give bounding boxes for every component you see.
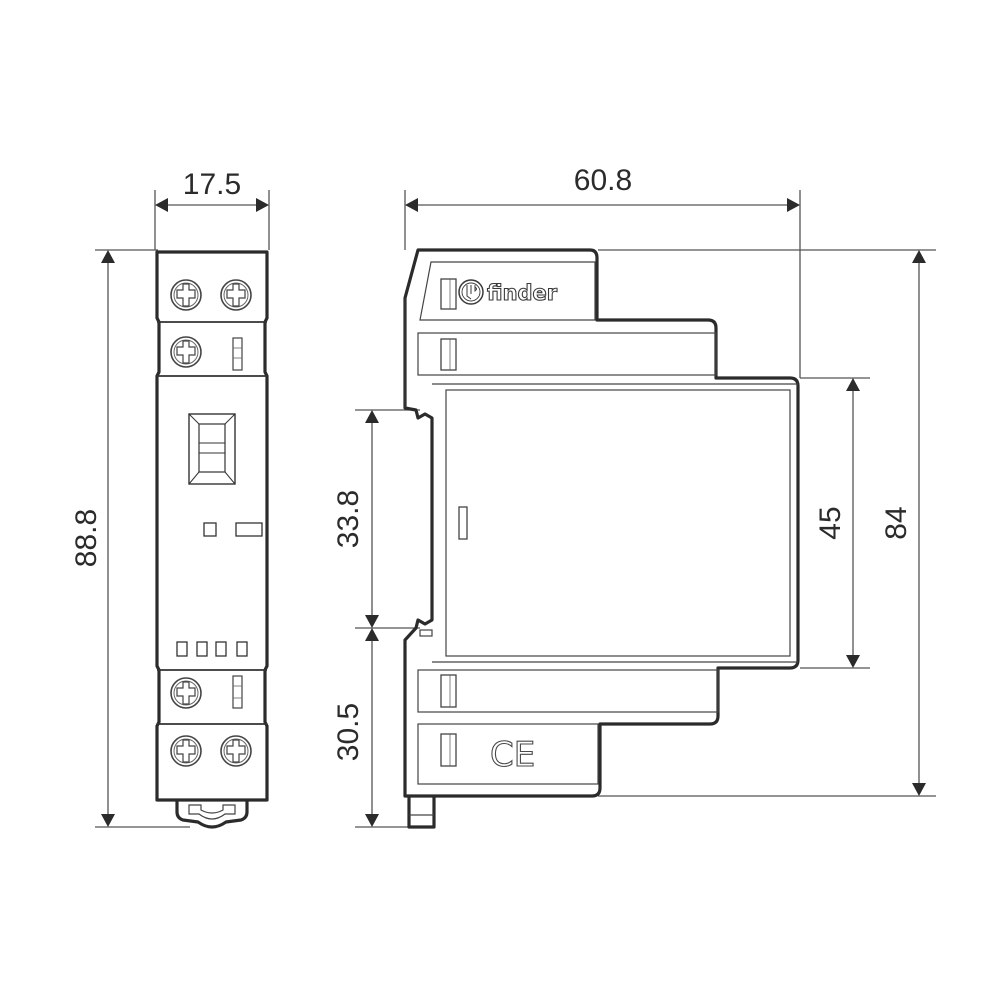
ce-mark: CE — [490, 735, 535, 775]
led-icon — [176, 641, 188, 657]
terminal-slot-icon — [440, 674, 457, 708]
indicator-square-icon — [203, 522, 217, 537]
front-width-label: 17.5 — [183, 168, 241, 201]
led-icon — [236, 641, 248, 657]
dimension-width-17-5: 17.5 — [154, 168, 270, 250]
front-face-height-label: 45 — [814, 506, 847, 539]
front-body — [155, 250, 269, 802]
terminal-screw-icon — [170, 735, 202, 767]
bottom-terminal-block — [170, 675, 252, 767]
rail-height-label: 33.8 — [332, 490, 365, 548]
terminal-screw-icon — [170, 336, 202, 368]
dimension-height-45: 45 — [800, 377, 870, 669]
side-view: 60.8 84 45 33.8 — [332, 164, 936, 829]
lower-height-label: 30.5 — [332, 703, 365, 761]
front-view: 17.5 88.8 — [70, 168, 270, 829]
dimension-width-60-8: 60.8 — [404, 164, 801, 378]
led-indicator-row — [176, 641, 248, 657]
terminal-screw-icon — [170, 279, 202, 311]
top-terminal-block — [170, 279, 252, 371]
side-width-label: 60.8 — [574, 164, 632, 197]
terminal-slot-icon — [440, 733, 457, 767]
terminal-screw-icon — [220, 279, 252, 311]
terminal-slot-icon — [440, 338, 457, 371]
finder-logo: finder — [458, 279, 558, 306]
led-icon — [196, 641, 208, 657]
brand-name: finder — [487, 281, 558, 305]
front-height-label: 88.8 — [70, 509, 103, 567]
terminal-slot-icon — [232, 675, 243, 709]
side-body-outline — [403, 248, 800, 829]
indicator-rect-icon — [235, 522, 263, 537]
led-icon — [215, 641, 227, 657]
side-height-label: 84 — [880, 506, 913, 539]
terminal-screw-icon — [170, 677, 202, 709]
dimension-height-88-8: 88.8 — [70, 249, 190, 828]
front-slot-icon — [458, 506, 468, 540]
display-window-icon — [188, 413, 236, 485]
terminal-screw-icon — [220, 735, 252, 767]
dimension-height-84: 84 — [598, 249, 936, 797]
terminal-slot-icon — [232, 337, 243, 371]
dimension-height-33-8: 33.8 — [332, 409, 420, 629]
dimension-height-30-5: 30.5 — [332, 628, 412, 828]
din-rail-clip — [175, 800, 249, 829]
terminal-slot-icon — [440, 278, 457, 310]
